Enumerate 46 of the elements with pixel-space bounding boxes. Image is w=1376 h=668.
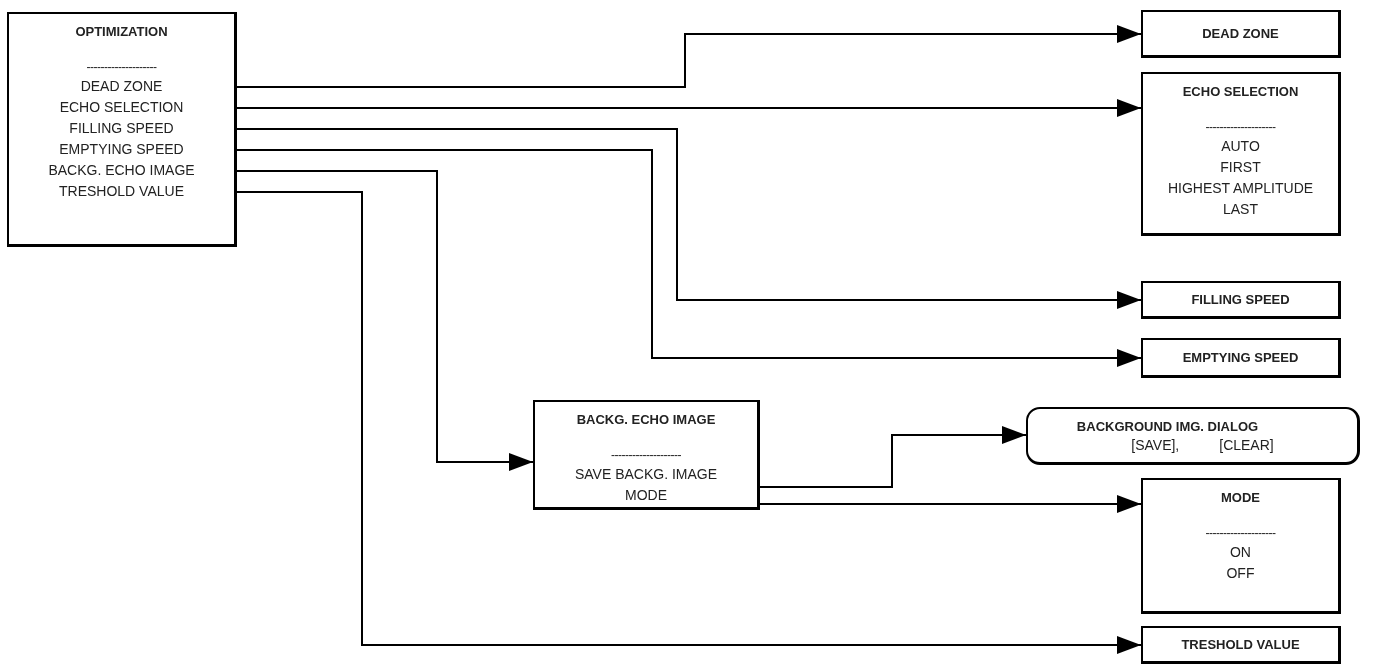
arrow bbox=[236, 128, 1142, 309]
arrow bbox=[236, 99, 1142, 117]
menu-box bbox=[533, 400, 760, 510]
arrow bbox=[236, 25, 1142, 88]
menu-item: EMPTYING SPEED bbox=[59, 140, 184, 159]
menu-item: AUTO bbox=[1221, 137, 1260, 156]
dash-separator: -------------------- bbox=[1205, 525, 1276, 542]
box-heading: OPTIMIZATION bbox=[75, 23, 168, 41]
dash-separator: -------------------- bbox=[611, 447, 681, 464]
menu-item: SAVE BACKG. IMAGE bbox=[574, 465, 718, 484]
dialog-option: [CLEAR] bbox=[1219, 435, 1274, 454]
menu-item: FIRST bbox=[1220, 158, 1261, 177]
box-heading: FILLING SPEED bbox=[1191, 290, 1290, 309]
box-heading: EMPTYING SPEED bbox=[1182, 348, 1299, 367]
menu-item: OFF bbox=[1226, 564, 1255, 583]
box-heading: BACKGROUND IMG. DIALOG bbox=[1076, 417, 1259, 436]
box-heading: DEAD ZONE bbox=[1202, 24, 1279, 43]
menu-item: LAST bbox=[1223, 200, 1258, 219]
menu-box bbox=[1141, 10, 1341, 58]
menu-item: FILLING SPEED bbox=[69, 119, 174, 138]
arrow bbox=[236, 149, 1142, 367]
arrow bbox=[236, 191, 1142, 654]
box-heading: BACKG. ECHO IMAGE bbox=[576, 411, 716, 429]
arrow bbox=[759, 426, 1027, 488]
menu-box bbox=[1141, 626, 1341, 664]
menu-box bbox=[7, 12, 237, 247]
menu-item: BACKG. ECHO IMAGE bbox=[48, 161, 195, 180]
menu-box bbox=[1141, 478, 1341, 614]
box-heading: TRESHOLD VALUE bbox=[1181, 635, 1300, 654]
arrow bbox=[236, 170, 534, 471]
box-heading: MODE bbox=[1221, 489, 1260, 507]
menu-box bbox=[1141, 72, 1341, 236]
dialog-box bbox=[1026, 407, 1360, 465]
box-heading: ECHO SELECTION bbox=[1182, 83, 1299, 101]
menu-item: DEAD ZONE bbox=[80, 77, 163, 96]
menu-item: TRESHOLD VALUE bbox=[59, 182, 184, 201]
dash-separator: -------------------- bbox=[1205, 119, 1276, 136]
dialog-option: [SAVE], bbox=[1131, 435, 1180, 454]
menu-item: ON bbox=[1230, 543, 1251, 562]
dash-separator: -------------------- bbox=[86, 59, 157, 76]
menu-item: HIGHEST AMPLITUDE bbox=[1167, 179, 1314, 198]
menu-box bbox=[1141, 281, 1341, 319]
arrow bbox=[759, 495, 1142, 513]
menu-item: MODE bbox=[625, 486, 667, 505]
menu-box bbox=[1141, 338, 1341, 378]
menu-item: ECHO SELECTION bbox=[59, 98, 184, 117]
